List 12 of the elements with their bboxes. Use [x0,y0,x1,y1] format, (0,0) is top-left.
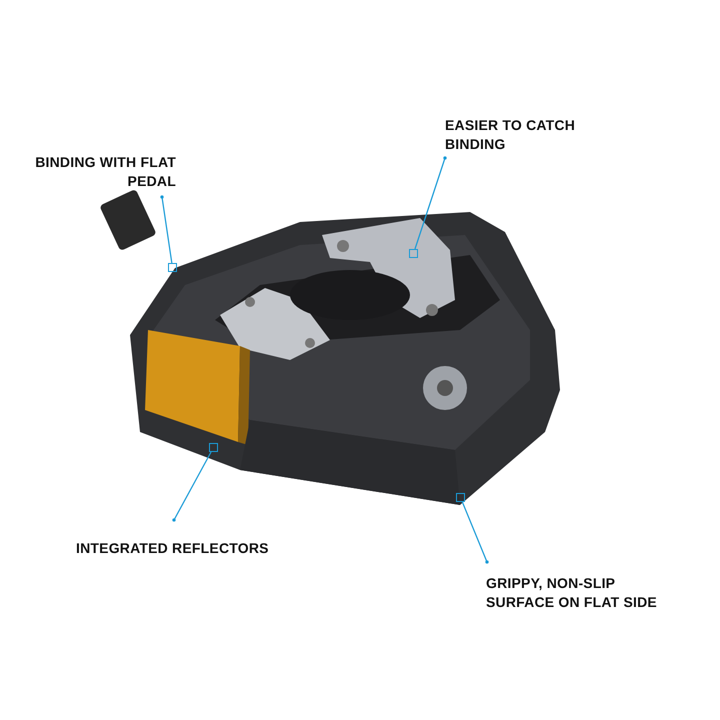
leader-line [462,502,489,564]
callout-text: GRIPPY, NON-SLIP SURFACE ON FLAT SIDE [486,574,686,612]
target-marker [409,249,418,258]
callout-text: EASIER TO CATCH BINDING [445,116,625,154]
target-marker [209,443,218,452]
target-marker [456,493,465,502]
leader-line [172,452,212,522]
target-marker [168,263,177,272]
leader-line [414,156,447,250]
leader-line [160,195,172,264]
callout-text: BINDING WITH FLAT PEDAL [20,153,176,191]
callout-text: INTEGRATED REFLECTORS [76,539,306,558]
